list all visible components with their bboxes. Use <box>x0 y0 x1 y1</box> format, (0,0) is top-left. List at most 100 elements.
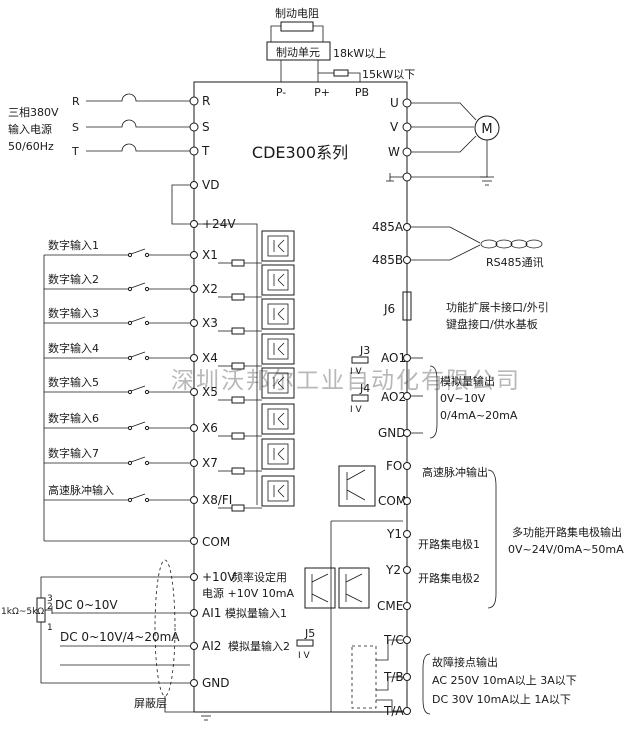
oc2-label: 开路集电极2 <box>418 571 480 585</box>
line-s-label: S <box>72 121 79 134</box>
multi-oc-range: 0V~24V/0mA~50mA <box>508 543 624 556</box>
terminal-com-label: COM <box>202 535 230 549</box>
terminal-y1 <box>403 530 411 538</box>
input-opto <box>261 367 295 399</box>
switch-blade <box>130 493 146 500</box>
terminal-y2 <box>403 566 411 574</box>
switch-contact-b <box>144 286 150 292</box>
ai2-desc: 模拟量输入2 <box>228 639 290 653</box>
twisted-pair <box>480 239 543 249</box>
switch-contact-b <box>144 252 150 258</box>
hs-pulse-out-label: 高速脉冲输出 <box>422 465 488 479</box>
input-resistor <box>231 467 245 475</box>
j3-label: J3 <box>359 344 370 357</box>
j4-iv: I V <box>350 405 363 415</box>
relay-output-section: T/C T/B T/A 故障接点输出 AC 250V 10mA以上 3A以下 D… <box>351 633 577 718</box>
j4-label: J4 <box>359 382 370 395</box>
watermark: 深圳沃邦尔工业自动化有限公司 <box>171 368 521 394</box>
switch-blade <box>130 421 146 428</box>
switch-blade <box>130 282 146 289</box>
switch-contact-b <box>144 355 150 361</box>
input-label-6: 数字输入6 <box>48 411 99 425</box>
breaker-s <box>86 119 190 128</box>
terminal-s-label: S <box>202 120 210 134</box>
brake-unit-label: 制动单元 <box>276 46 320 59</box>
terminal-24v <box>190 220 198 228</box>
input-resistor <box>231 293 245 301</box>
rs485-label: RS485通讯 <box>486 256 544 269</box>
terminal-fo-label: FO <box>386 459 402 473</box>
comm-section: 485A 485B RS485通讯 J6 功能扩展卡接口/外引 键盘接口/供水基… <box>372 220 549 331</box>
terminal-x3 <box>190 319 198 327</box>
terminal-s <box>189 122 199 132</box>
terminal-com <box>190 537 198 545</box>
input-opto <box>261 230 295 262</box>
j6-label: J6 <box>383 302 395 316</box>
digital-input-section: VD +24V COM 数字输入1X1数字输入2X2数字输入3X3数字输入4X4… <box>43 178 295 549</box>
j5-iv: I V <box>298 651 311 661</box>
j3-jumper <box>351 356 369 364</box>
relay-coil-box <box>351 645 377 709</box>
terminal-x7-label: X7 <box>202 456 218 470</box>
switch-contact-a <box>127 286 133 292</box>
shielded-cable <box>154 559 176 697</box>
terminal-v-label: V <box>390 120 399 134</box>
terminal-tc <box>403 636 411 644</box>
terminal-x6 <box>190 424 198 432</box>
ext-line1: 功能扩展卡接口/外引 <box>446 300 549 314</box>
terminal-x1 <box>190 251 198 259</box>
y2-opto <box>338 567 370 609</box>
terminal-y2-label: Y2 <box>385 563 401 577</box>
terminal-x2-label: X2 <box>202 282 218 296</box>
switch-contact-a <box>127 252 133 258</box>
switch-blade <box>130 316 146 323</box>
switch-contact-a <box>127 460 133 466</box>
terminal-x7 <box>190 459 198 467</box>
shield-label: 屏蔽层 <box>134 697 167 710</box>
terminal-485b-label: 485B <box>372 253 403 267</box>
terminal-t-label: T <box>201 144 210 158</box>
terminal-485a <box>403 223 411 231</box>
switch-contact-b <box>144 389 150 395</box>
supply-line1: 三相380V <box>8 106 59 119</box>
terminal-ao2 <box>403 392 411 400</box>
switch-contact-a <box>127 425 133 431</box>
terminal-vd <box>190 181 198 189</box>
terminal-gnd-left <box>190 679 198 687</box>
terminal-x4-label: X4 <box>202 351 218 365</box>
input-opto <box>261 264 295 296</box>
ai1-desc: 模拟量输入1 <box>225 606 287 620</box>
terminal-fo <box>403 462 411 470</box>
terminal-w-label: W <box>388 145 400 159</box>
input-label-4: 数字输入4 <box>48 341 99 355</box>
multi-oc-bracket <box>487 469 497 609</box>
p-minus-terminal: P- <box>276 86 286 99</box>
brake-15kw-label: 15kW以下 <box>362 68 415 81</box>
terminal-ai1 <box>190 609 198 617</box>
brake-section: 制动电阻 制动单元 18kW以上 15kW以下 P- P+ PB <box>266 7 415 99</box>
terminal-gnd-right <box>403 429 411 437</box>
pot-pin-3: 3 <box>47 594 53 604</box>
y1-opto <box>304 567 336 609</box>
terminal-ai2-label: AI2 <box>202 639 221 653</box>
switch-contact-b <box>144 320 150 326</box>
power-input-section: 三相380V 输入电源 50/60Hz R S T R S T <box>8 93 210 158</box>
pb-terminal: PB <box>355 86 369 99</box>
input-opto <box>261 333 295 365</box>
ac-rating: AC 250V 10mA以上 3A以下 <box>432 674 577 687</box>
terminal-ta <box>403 707 411 715</box>
switch-blade <box>130 248 146 255</box>
switch-blade <box>130 385 146 392</box>
input-opto <box>261 475 295 507</box>
oc1-label: 开路集电极1 <box>418 537 480 551</box>
terminal-r <box>189 96 199 106</box>
supply-line2: 输入电源 <box>8 122 52 136</box>
terminal-485a-label: 485A <box>372 220 404 234</box>
switch-blade <box>130 351 146 358</box>
